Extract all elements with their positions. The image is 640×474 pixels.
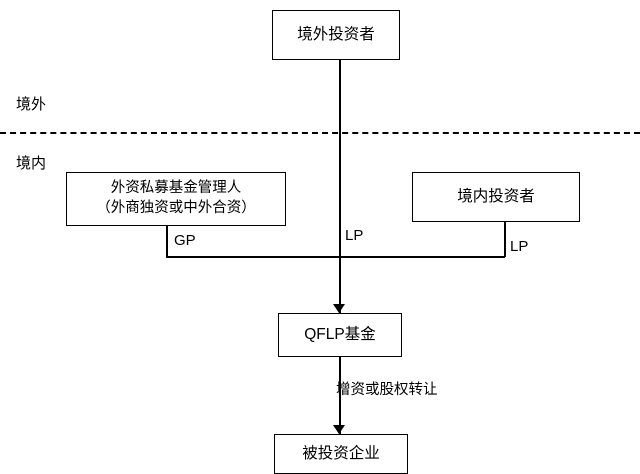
connector-junction-bar <box>166 256 505 258</box>
connector-fund-to-company <box>339 357 341 434</box>
connector-junction-to-fund <box>339 256 341 313</box>
arrowhead-to-invested-company <box>333 425 345 434</box>
edge-label-capital-increase: 增资或股权转让 <box>336 382 438 398</box>
connector-offshore-investor-to-fund <box>339 60 341 257</box>
node-invested-company-label: 被投资企业 <box>302 444 380 462</box>
node-invested-company: 被投资企业 <box>274 434 408 474</box>
connector-manager-to-junction <box>166 226 168 257</box>
region-label-offshore: 境外 <box>16 96 47 113</box>
edge-label-lp-right: LP <box>510 238 529 255</box>
node-domestic-investor: 境内投资者 <box>412 172 580 222</box>
connector-domestic-investor-to-junction <box>504 222 506 257</box>
node-qflp-fund-label: QFLP基金 <box>304 325 376 343</box>
node-foreign-fund-manager: 外资私募基金管理人 （外商独资或中外合资） <box>66 172 286 226</box>
edge-label-gp: GP <box>174 232 196 249</box>
region-label-onshore: 境内 <box>16 155 47 172</box>
edge-label-lp-middle: LP <box>345 227 364 244</box>
node-qflp-fund: QFLP基金 <box>278 313 402 357</box>
node-offshore-investor-label: 境外投资者 <box>297 25 375 43</box>
node-domestic-investor-label: 境内投资者 <box>457 187 535 205</box>
offshore-onshore-divider <box>0 132 640 134</box>
arrowhead-to-qflp-fund <box>333 304 345 313</box>
node-foreign-fund-manager-label: 外资私募基金管理人 （外商独资或中外合资） <box>96 180 256 216</box>
node-offshore-investor: 境外投资者 <box>272 10 400 60</box>
